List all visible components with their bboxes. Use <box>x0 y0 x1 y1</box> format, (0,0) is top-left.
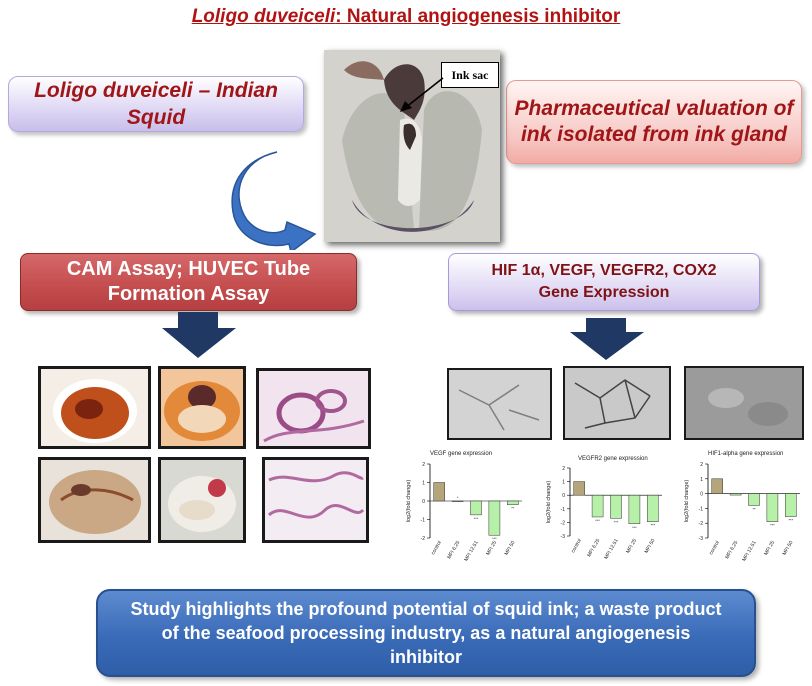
category-label: MFI 6.25 <box>724 540 739 560</box>
category-label: MFI 6.25 <box>586 538 601 558</box>
histology-photo-2 <box>262 457 369 543</box>
title-rest: : Natural angiogenesis inhibitor <box>335 6 621 27</box>
ink-sac-pointer-arrow-icon <box>400 77 444 112</box>
y-axis-label: log2(fold change) <box>546 481 552 524</box>
bar <box>785 493 797 517</box>
bar <box>591 494 604 518</box>
chart-title: VEGF gene expression <box>430 451 493 457</box>
gene-expression-text: Gene Expression <box>538 284 670 301</box>
cam-egg-photo-2 <box>158 366 246 449</box>
y-tick-label: 1 <box>700 477 703 483</box>
bar <box>766 493 779 522</box>
bar <box>507 500 519 505</box>
y-tick-label: -1 <box>421 518 426 524</box>
significance-label: ** <box>511 506 515 511</box>
bar <box>470 500 482 516</box>
title-species: Loligo duveiceli <box>191 6 336 27</box>
significance-label: *** <box>474 516 479 521</box>
ink-sac-label: Ink sac <box>441 62 499 88</box>
category-label: MFI 12.51 <box>741 540 758 563</box>
pharmaceutical-valuation-box: Pharmaceutical valuation of ink isolated… <box>506 80 802 164</box>
significance-label: *** <box>492 536 497 541</box>
cam-egg-photo-3 <box>38 457 151 543</box>
significance-label: *** <box>650 523 655 528</box>
chart-vegf-plot: 2 1 0 -1 -2 log2(fold change) control * MFI 6.25… <box>406 462 522 563</box>
y-tick-label: 1 <box>562 480 565 486</box>
curved-arrow-icon <box>231 151 317 250</box>
bar <box>647 494 659 522</box>
y-tick-label: -3 <box>561 534 566 540</box>
significance-label: *** <box>595 518 600 523</box>
chart-vegf: VEGF gene expression 2 1 0 -1 -2 log2(fold ch… <box>400 450 528 576</box>
y-tick-label: -3 <box>699 536 704 542</box>
y-tick-label: 0 <box>562 493 565 499</box>
bar <box>729 493 742 496</box>
category-label: MFI 12.51 <box>603 538 620 561</box>
chart-vegfr2: VEGFR2 gene expression 2 1 0 -1 -2 -3 log2(fol… <box>540 450 668 576</box>
y-tick-label: -2 <box>699 521 704 527</box>
category-label: MFI 50 <box>644 538 657 555</box>
category-label: MFI 25 <box>625 538 638 555</box>
squid-species-box: Loligo duveiceli – Indian Squid <box>8 76 304 132</box>
y-axis-label: log2(fold change) <box>684 480 690 523</box>
bar <box>628 494 641 525</box>
y-tick-label: -1 <box>561 507 566 513</box>
bar <box>748 493 760 506</box>
category-label: MFI 25 <box>763 540 776 557</box>
down-arrow-left-icon <box>162 312 236 358</box>
study-conclusion-box: Study highlights the profound potential … <box>96 589 756 677</box>
y-tick-label: 0 <box>700 492 703 498</box>
chart-hif1a: HIF1-alpha gene expression 2 1 0 -1 -2 -3 log2… <box>678 450 806 576</box>
cam-assay-box: CAM Assay; HUVEC Tube Formation Assay <box>20 253 357 311</box>
cam-egg-photo-4 <box>158 457 246 543</box>
category-label: MFI 12.51 <box>463 540 480 563</box>
category-label: MFI 25 <box>485 540 498 557</box>
category-label: control <box>708 540 721 556</box>
y-tick-label: 2 <box>700 462 703 468</box>
significance-label: *** <box>632 525 637 530</box>
chart-title: VEGFR2 gene expression <box>578 456 648 462</box>
gene-list-text: HIF 1α, VEGF, VEGFR2, COX2 <box>491 262 717 279</box>
chart-title: HIF1-alpha gene expression <box>708 451 784 457</box>
bar <box>433 482 445 502</box>
y-tick-label: -2 <box>561 520 566 526</box>
y-tick-label: -2 <box>421 536 426 542</box>
significance-label: * <box>457 495 459 500</box>
bar <box>573 481 585 496</box>
significance-label: *** <box>614 519 619 524</box>
histology-photo-1 <box>256 368 371 449</box>
y-tick-label: 0 <box>422 499 425 505</box>
chart-vegfr2-plot: 2 1 0 -1 -2 -3 log2(fold change) control *** MFI … <box>546 466 662 561</box>
gene-expression-box: HIF 1α, VEGF, VEGFR2, COX2 Gene Expressi… <box>448 253 760 311</box>
category-label: control <box>430 540 443 556</box>
huvec-photo-1 <box>447 368 552 440</box>
y-axis-label: log2(fold change) <box>406 480 412 523</box>
huvec-photo-2 <box>563 366 671 440</box>
y-tick-label: 2 <box>562 466 565 472</box>
y-tick-label: 1 <box>422 481 425 487</box>
down-arrow-right-icon <box>570 318 644 360</box>
category-label: control <box>570 538 583 554</box>
significance-label: *** <box>788 518 793 523</box>
cam-egg-photo-1 <box>38 366 151 449</box>
bar <box>610 494 622 519</box>
y-tick-label: -1 <box>699 506 704 512</box>
bar <box>488 500 501 536</box>
y-tick-label: 2 <box>422 462 425 468</box>
page-title: Loligo duveiceli: Natural angiogenesis i… <box>0 6 812 28</box>
significance-label: ** <box>752 506 756 511</box>
significance-label: *** <box>770 523 775 528</box>
category-label: MFI 6.25 <box>446 540 461 560</box>
category-label: MFI 50 <box>782 540 795 557</box>
bar <box>451 500 464 502</box>
category-label: MFI 50 <box>504 540 517 557</box>
huvec-photo-3 <box>684 366 804 440</box>
bar <box>711 478 723 494</box>
